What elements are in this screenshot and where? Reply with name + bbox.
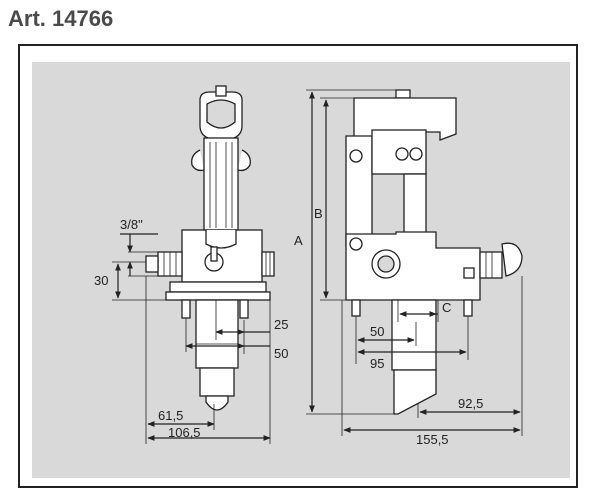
label-95: 95: [370, 356, 384, 371]
fitting-left-nut: [145, 255, 159, 273]
front-view: [145, 85, 275, 411]
side-view: [345, 89, 523, 415]
label-106-5: 106,5: [168, 425, 201, 440]
mounting-flange: [169, 281, 267, 293]
side-stud-left: [351, 299, 361, 317]
release-knob: [501, 242, 523, 277]
side-cylinder: [391, 299, 437, 371]
body-notch: [205, 230, 237, 249]
flange-base: [165, 291, 271, 301]
label-50-right: 50: [370, 324, 384, 339]
label-155-5: 155,5: [416, 432, 449, 447]
side-view-dimensions: [306, 89, 523, 436]
label-c: C: [442, 300, 451, 315]
cylinder-tip: [199, 367, 235, 397]
label-25: 25: [274, 317, 288, 332]
side-body: [345, 231, 481, 301]
fitting-right: [261, 251, 275, 277]
front-view-dimensions: [112, 233, 271, 444]
label-30: 30: [94, 273, 108, 288]
side-pin-top: [349, 149, 363, 163]
bore-key: [210, 246, 218, 262]
page-title: Art. 14766: [8, 6, 114, 31]
label-92-5: 92,5: [458, 396, 483, 411]
tip-ball: [205, 395, 229, 411]
label-thread: 3/8": [120, 217, 143, 232]
side-stud-right: [463, 299, 473, 317]
label-50-left: 50: [274, 346, 288, 361]
lug-left: [191, 149, 205, 172]
side-foot: [393, 369, 437, 415]
label-a: A: [294, 233, 303, 248]
stud-left: [181, 299, 191, 319]
stud-right: [239, 299, 249, 319]
label-61-5: 61,5: [158, 408, 183, 423]
lever-shaft: [203, 137, 239, 231]
link-rod: [403, 173, 427, 235]
lug-right: [237, 149, 251, 172]
cylinder: [195, 299, 239, 369]
handle-ring-inner: [206, 99, 236, 129]
label-b: B: [314, 206, 323, 221]
handle-top-cap: [215, 85, 227, 97]
release-valve: [479, 251, 503, 279]
side-handle-cap: [395, 89, 411, 99]
